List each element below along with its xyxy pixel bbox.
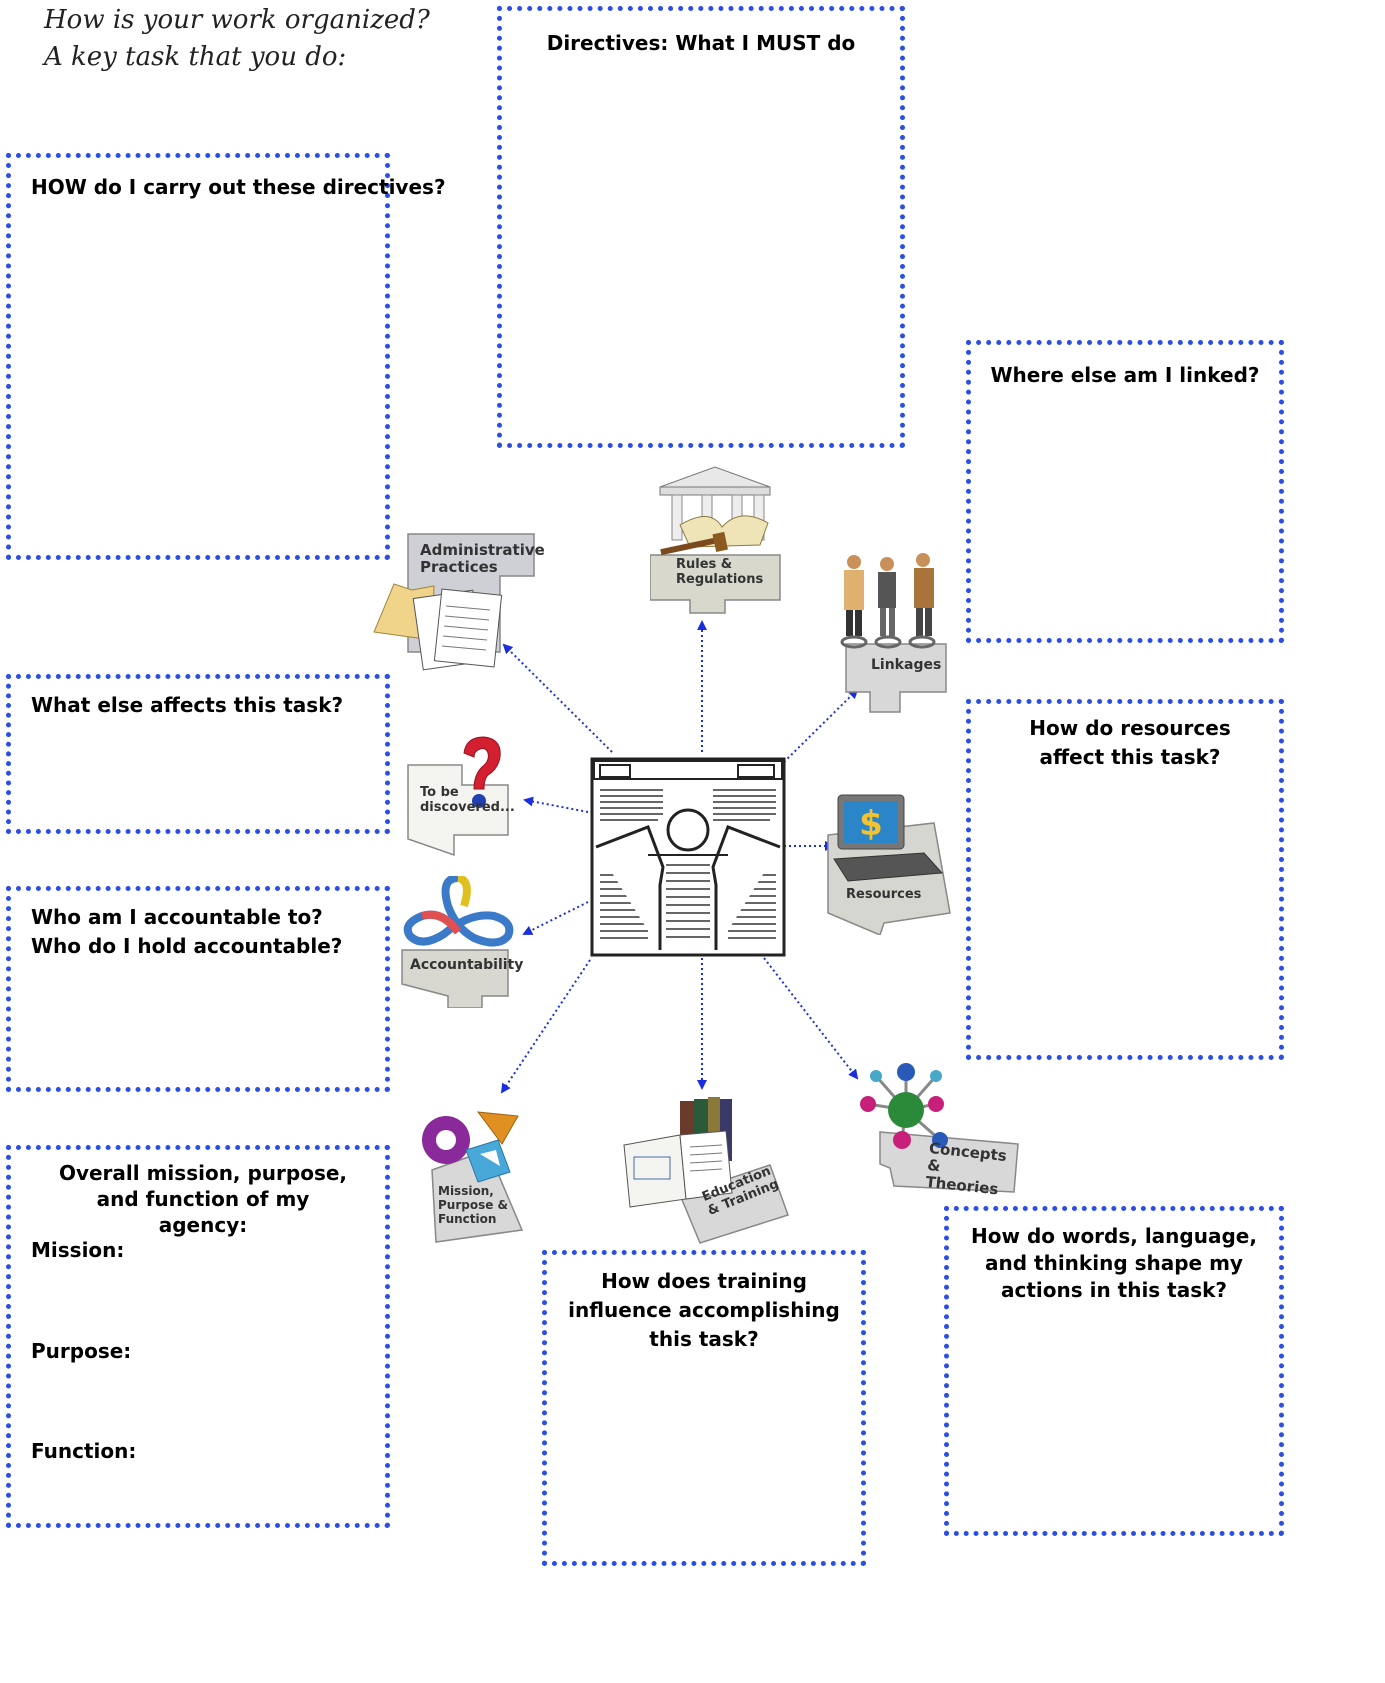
training-title: How does training influence accomplishin… — [568, 1269, 840, 1351]
resources-box[interactable]: How do resources affect this task? — [966, 699, 1284, 1060]
directives-title: Directives: What I MUST do — [546, 31, 856, 55]
arrow-mission — [500, 959, 591, 1094]
intro-text: How is your work organized? A key task t… — [44, 2, 430, 76]
discover-tile-label: To be discovered... — [420, 785, 515, 815]
mission-box-title: Overall mission, purpose, and function o… — [58, 1161, 348, 1237]
books-icon — [623, 1097, 789, 1244]
arrow-discover — [523, 796, 589, 813]
resources-title: How do resources affect this task? — [1029, 716, 1231, 769]
rules-tile-label: Rules & Regulations — [676, 557, 763, 587]
center-task-icon — [590, 757, 786, 957]
accountable-title: Who am I accountable to? Who do I hold a… — [31, 905, 343, 958]
training-box[interactable]: How does training influence accomplishin… — [542, 1250, 866, 1566]
admin-label-line1: Administrative — [420, 541, 545, 559]
ribbon-icon — [401, 874, 514, 1009]
how-carry-box[interactable]: HOW do I carry out these directives? — [6, 153, 446, 560]
resources-tile-label: Resources — [846, 887, 922, 902]
accountability-tile-label: Accountability — [410, 957, 524, 973]
arrow-linkages — [783, 688, 859, 763]
intro-question: How is your work organized? — [44, 5, 430, 35]
svg-text:$: $ — [859, 804, 883, 844]
accountable-box[interactable]: Who am I accountable to? Who do I hold a… — [6, 886, 390, 1092]
function-label: Function: — [31, 1439, 137, 1463]
question-mark-icon — [407, 736, 509, 857]
mission-label: Mission: — [31, 1238, 125, 1262]
accountability-tile: Accountability — [398, 874, 523, 1009]
linked-title: Where else am I linked? — [990, 363, 1260, 387]
mission-box[interactable]: Overall mission, purpose, and function o… — [6, 1145, 390, 1528]
discover-label-line2: discovered... — [420, 800, 515, 815]
rules-label-line1: Rules & — [676, 557, 733, 572]
people-linked-icon — [840, 553, 947, 713]
mission-purpose-function-tile: Mission, Purpose & Function — [418, 1110, 530, 1246]
mission-tile-line1: Mission, — [438, 1184, 494, 1198]
resources-tile: $ Resources — [824, 793, 954, 937]
courthouse-icon — [649, 466, 781, 614]
intro-task-prompt: A key task that you do: — [44, 42, 347, 72]
words-title: How do words, language, and thinking sha… — [971, 1224, 1257, 1302]
rules-label-line2: Regulations — [676, 572, 764, 587]
words-box[interactable]: How do words, language, and thinking sha… — [944, 1206, 1284, 1536]
how-carry-title: HOW do I carry out these directives? — [31, 175, 446, 199]
admin-tile-label: Administrative Practices — [420, 542, 545, 576]
admin-label-line2: Practices — [420, 558, 498, 576]
affects-title: What else affects this task? — [31, 693, 344, 717]
molecule-icon — [860, 1063, 1019, 1193]
rules-regulations-tile: Rules & Regulations — [649, 465, 790, 615]
education-training-tile: Education & Training — [620, 1095, 790, 1245]
mission-tile-label: Mission, Purpose & Function — [438, 1184, 508, 1226]
concepts-theories-tile: Concepts & Theories — [846, 1060, 1022, 1198]
linkages-tile: Linkages — [834, 552, 954, 714]
arrow-concepts — [763, 957, 859, 1080]
arrow-accountability — [522, 901, 589, 935]
administrative-practices-tile: Administrative Practices — [372, 532, 545, 674]
purpose-label: Purpose: — [31, 1339, 132, 1363]
linked-box[interactable]: Where else am I linked? — [966, 340, 1284, 643]
directives-box[interactable]: Directives: What I MUST do — [497, 6, 905, 448]
computer-dollar-icon: $ — [827, 794, 951, 937]
shapes-icon — [422, 1111, 524, 1243]
mission-tile-line2: Purpose & — [438, 1198, 509, 1212]
affects-box[interactable]: What else affects this task? — [6, 674, 390, 834]
discover-label-line1: To be — [420, 785, 459, 800]
concepts-tile-label: Concepts & Theories — [925, 1139, 1022, 1200]
documents-icon — [373, 533, 535, 671]
linkages-tile-label: Linkages — [871, 657, 942, 673]
mission-tile-line3: Function — [438, 1212, 497, 1226]
arrow-admin — [502, 643, 613, 753]
to-be-discovered-tile: To be discovered... — [404, 735, 520, 857]
